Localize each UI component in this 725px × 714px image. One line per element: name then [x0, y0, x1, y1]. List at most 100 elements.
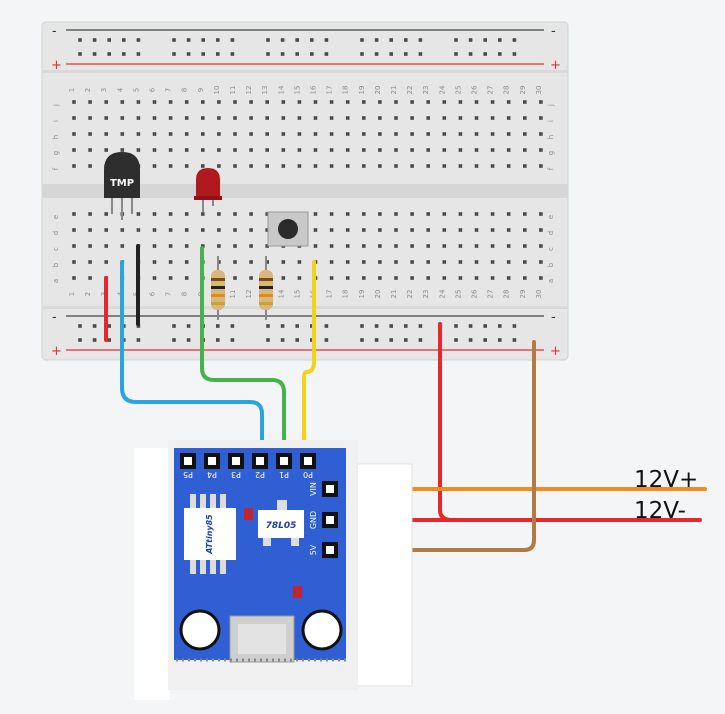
- breadboard-hole: [313, 148, 318, 152]
- breadboard-hole: [120, 100, 125, 104]
- breadboard-hole: [216, 52, 220, 56]
- breadboard-hole: [490, 164, 495, 168]
- breadboard-hole: [506, 148, 511, 152]
- breadboard-hole: [297, 116, 302, 120]
- breadboard-hole: [184, 148, 189, 152]
- breadboard-hole: [201, 100, 205, 104]
- breadboard-hole: [490, 212, 495, 216]
- row-letter: c: [547, 247, 555, 251]
- breadboard-hole: [474, 228, 479, 232]
- breadboard-hole: [442, 132, 447, 136]
- breadboard-hole: [297, 164, 302, 168]
- breadboard-hole: [104, 212, 108, 216]
- breadboard-hole: [122, 38, 126, 42]
- breadboard-hole: [88, 148, 92, 152]
- column-number: 24: [438, 289, 446, 298]
- breadboard-hole: [265, 260, 269, 264]
- row-letter: b: [547, 262, 555, 267]
- column-number: 30: [535, 86, 543, 95]
- pin-label-p2: P2: [255, 470, 265, 479]
- breadboard-hole: [201, 244, 205, 248]
- column-number: 19: [358, 290, 366, 299]
- pin-label-gnd: GND: [309, 511, 318, 529]
- breadboard-hole: [104, 116, 108, 120]
- breadboard-hole: [297, 132, 302, 136]
- breadboard-hole: [136, 324, 141, 328]
- breadboard-hole: [362, 260, 366, 264]
- row-letter: d: [547, 231, 555, 235]
- breadboard-hole: [72, 228, 76, 232]
- column-number: 14: [277, 85, 285, 94]
- breadboard-hole: [506, 228, 511, 232]
- breadboard-hole: [233, 132, 237, 136]
- breadboard-hole: [512, 324, 517, 328]
- breadboard-hole: [404, 52, 408, 56]
- tmp-body: [104, 152, 140, 198]
- breadboard-hole: [184, 100, 189, 104]
- row-letter: c: [52, 247, 60, 251]
- side-header: [322, 481, 338, 558]
- breadboard-hole: [280, 38, 285, 42]
- chip-label: ATtiny85: [205, 514, 214, 555]
- breadboard-hole: [216, 338, 220, 342]
- breadboard-hole: [280, 52, 285, 56]
- breadboard-hole: [329, 228, 334, 232]
- pin-label-vin: VIN: [309, 482, 318, 496]
- breadboard-hole: [523, 132, 527, 136]
- breadboard-hole: [72, 244, 76, 248]
- breadboard-hole: [329, 132, 334, 136]
- breadboard-hole: [201, 228, 205, 232]
- breadboard-hole: [458, 212, 463, 216]
- breadboard-hole: [88, 212, 92, 216]
- capacitor-left: [179, 609, 221, 651]
- breadboard-hole: [201, 164, 205, 168]
- rail-plus-label: +: [550, 58, 561, 73]
- breadboard-hole: [410, 132, 414, 136]
- breadboard-hole: [233, 228, 237, 232]
- breadboard-hole: [523, 260, 527, 264]
- breadboard-hole: [426, 100, 430, 104]
- breadboard-hole: [233, 116, 237, 120]
- breadboard-hole: [394, 260, 398, 264]
- breadboard-hole: [474, 276, 479, 280]
- breadboard-hole: [345, 100, 350, 104]
- breadboard-hole: [362, 164, 366, 168]
- breadboard-hole: [249, 212, 253, 216]
- row-letter: f: [547, 167, 555, 170]
- breadboard-hole: [360, 324, 364, 328]
- breadboard-hole: [72, 100, 76, 104]
- breadboard-hole: [104, 132, 108, 136]
- breadboard-hole: [483, 338, 487, 342]
- row-letter: b: [52, 262, 60, 267]
- column-number: 2: [84, 88, 92, 92]
- breadboard-hole: [394, 100, 398, 104]
- breadboard-hole: [249, 148, 253, 152]
- breadboard-hole: [92, 324, 97, 328]
- breadboard-hole: [310, 38, 314, 42]
- breadboard-hole: [266, 338, 270, 342]
- breadboard-hole: [280, 324, 285, 328]
- column-number: 30: [535, 290, 543, 299]
- breadboard-hole: [506, 276, 511, 280]
- breadboard-hole: [394, 116, 398, 120]
- breadboard-hole: [78, 52, 82, 56]
- breadboard-hole: [186, 52, 191, 56]
- column-number: 26: [471, 289, 479, 298]
- breadboard-hole: [136, 52, 141, 56]
- row-letter: i: [52, 120, 60, 122]
- breadboard-hole: [410, 116, 414, 120]
- breadboard-hole: [506, 212, 511, 216]
- breadboard-hole: [136, 100, 141, 104]
- column-number: 15: [293, 290, 301, 299]
- row-letter: d: [52, 231, 60, 235]
- breadboard-hole: [107, 338, 111, 342]
- breadboard-hole: [539, 148, 543, 152]
- breadboard-hole: [201, 148, 205, 152]
- breadboard-hole: [474, 148, 479, 152]
- column-number: 12: [245, 86, 253, 95]
- breadboard-hole: [329, 100, 334, 104]
- breadboard-hole: [506, 116, 511, 120]
- breadboard-hole: [88, 100, 92, 104]
- breadboard-hole: [506, 100, 511, 104]
